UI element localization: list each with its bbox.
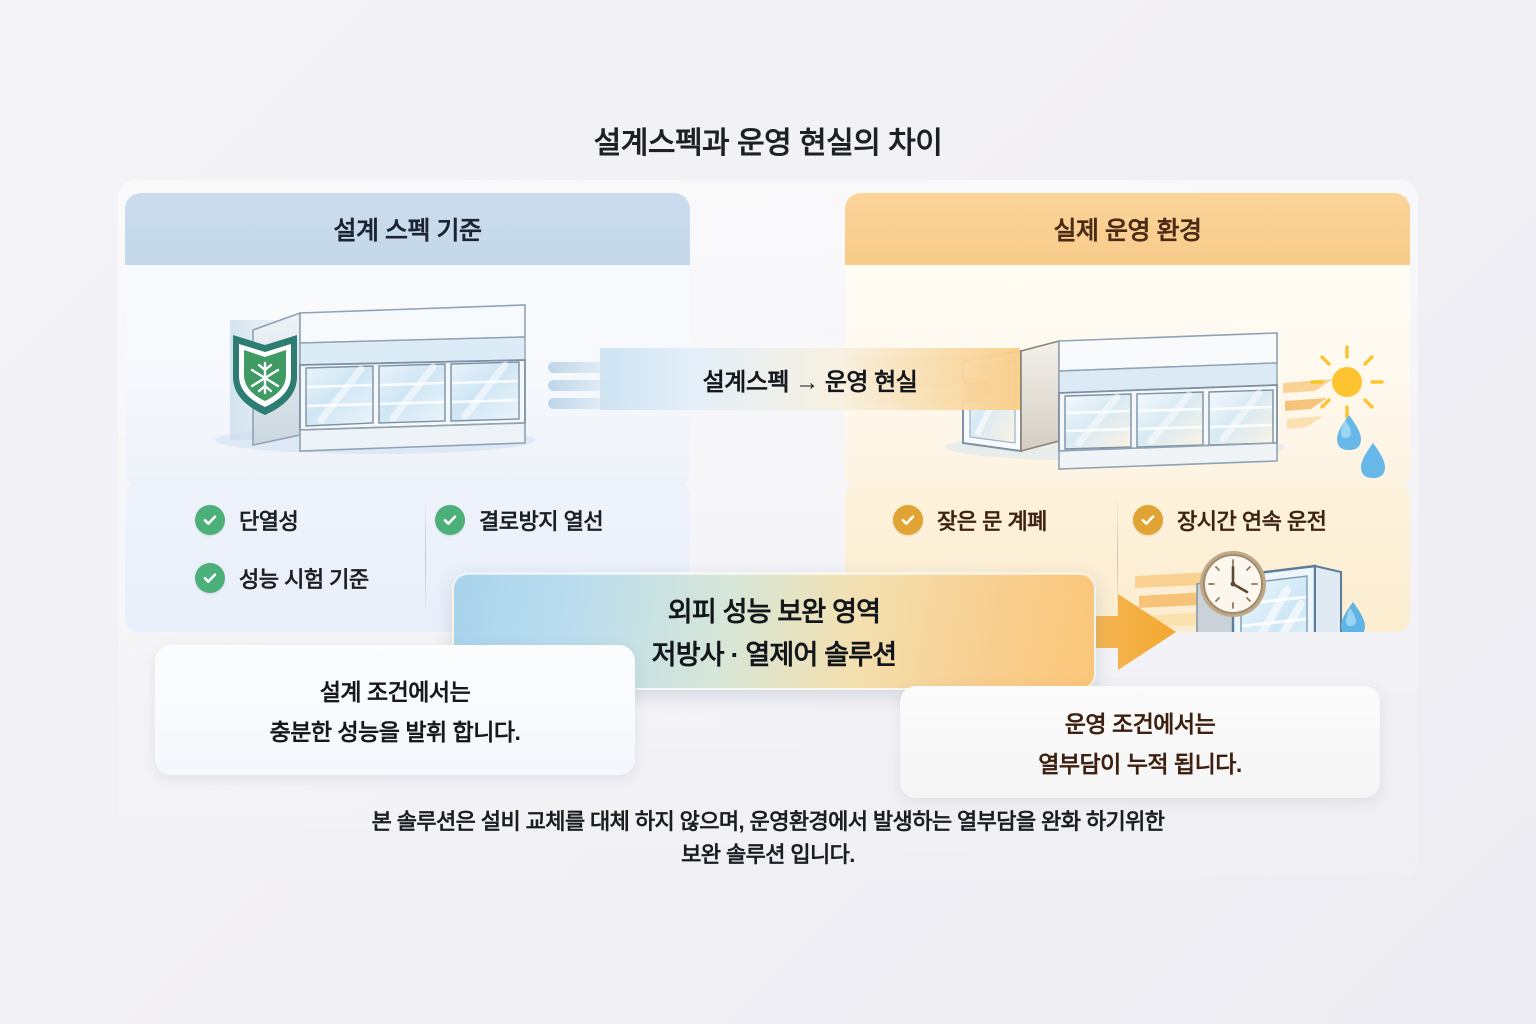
- flow-band: 설계스펙 → 운영 현실: [600, 348, 1020, 410]
- solution-line-1: 외피 성능 보완 영역: [667, 597, 881, 627]
- list-item[interactable]: 성능 시험 기준: [195, 562, 369, 594]
- list-item-label: 잦은 문 계폐: [937, 509, 1047, 534]
- shield-snowflake-icon: [233, 335, 297, 415]
- flow-band-label: 설계스펙 → 운영 현실: [702, 368, 918, 396]
- list-item-label: 단열성: [239, 509, 299, 534]
- check-circle-icon: [893, 505, 923, 535]
- list-item[interactable]: 결로방지 열선: [435, 504, 604, 536]
- sun-icon: [1310, 345, 1384, 419]
- note-card-operation: 운영 조건에서는 열부담이 누적 됩니다.: [900, 686, 1380, 798]
- display-case-illustration: [215, 304, 535, 454]
- note-line-2: 충분한 성능을 발휘 합니다.: [269, 719, 521, 745]
- list-item-label: 성능 시험 기준: [239, 567, 369, 592]
- check-circle-icon: [195, 563, 225, 593]
- note-card-design: 설계 조건에서는 충분한 성능을 발휘 합니다.: [155, 645, 635, 775]
- panel-left-illustration: [125, 265, 690, 485]
- list-item-label: 장시간 연속 운전: [1177, 509, 1327, 534]
- speed-line-1: [548, 362, 618, 373]
- footer-line-2: 보완 솔루션 입니다.: [681, 842, 855, 867]
- footer-line-1: 본 솔루션은 설비 교체를 대체 하지 않으며, 운영환경에서 발생하는 열부담…: [371, 809, 1165, 834]
- checklist-divider: [1117, 494, 1118, 620]
- note-line-1: 운영 조건에서는: [1064, 711, 1216, 737]
- clock-icon: [1200, 551, 1266, 617]
- check-circle-icon: [435, 505, 465, 535]
- speed-line-2: [548, 380, 618, 391]
- list-item-label: 결로방지 열선: [479, 509, 604, 534]
- water-drop-icon: [1341, 602, 1365, 632]
- note-line-2: 열부담이 누적 됩니다.: [1038, 751, 1242, 777]
- note-line-1: 설계 조건에서는: [319, 679, 471, 705]
- water-drop-icon: [1337, 415, 1385, 478]
- solution-callout: 외피 성능 보완 영역 저방사 · 열제어 솔루션: [452, 572, 1176, 690]
- list-item[interactable]: 잦은 문 계폐: [893, 504, 1047, 536]
- panel-left-heading: 설계 스펙 기준: [125, 193, 690, 265]
- check-circle-icon: [195, 505, 225, 535]
- list-item[interactable]: 장시간 연속 운전: [1133, 504, 1327, 536]
- solution-line-2: 저방사 · 열제어 솔루션: [651, 640, 897, 670]
- arrow-right-icon: [1052, 594, 1176, 670]
- checklist-divider: [425, 496, 426, 618]
- panel-real-operation: 실제 운영 환경: [845, 193, 1410, 485]
- panel-design-spec: 설계 스펙 기준: [125, 193, 690, 485]
- footer-note: 본 솔루션은 설비 교체를 대체 하지 않으며, 운영환경에서 발생하는 열부담…: [0, 805, 1536, 871]
- page-title: 설계스펙과 운영 현실의 차이: [593, 127, 943, 160]
- check-circle-icon: [1133, 505, 1163, 535]
- speed-line-3: [548, 398, 618, 409]
- clock-and-case-illustration: [1135, 551, 1365, 632]
- list-item[interactable]: 단열성: [195, 504, 299, 536]
- panel-right-heading: 실제 운영 환경: [845, 193, 1410, 265]
